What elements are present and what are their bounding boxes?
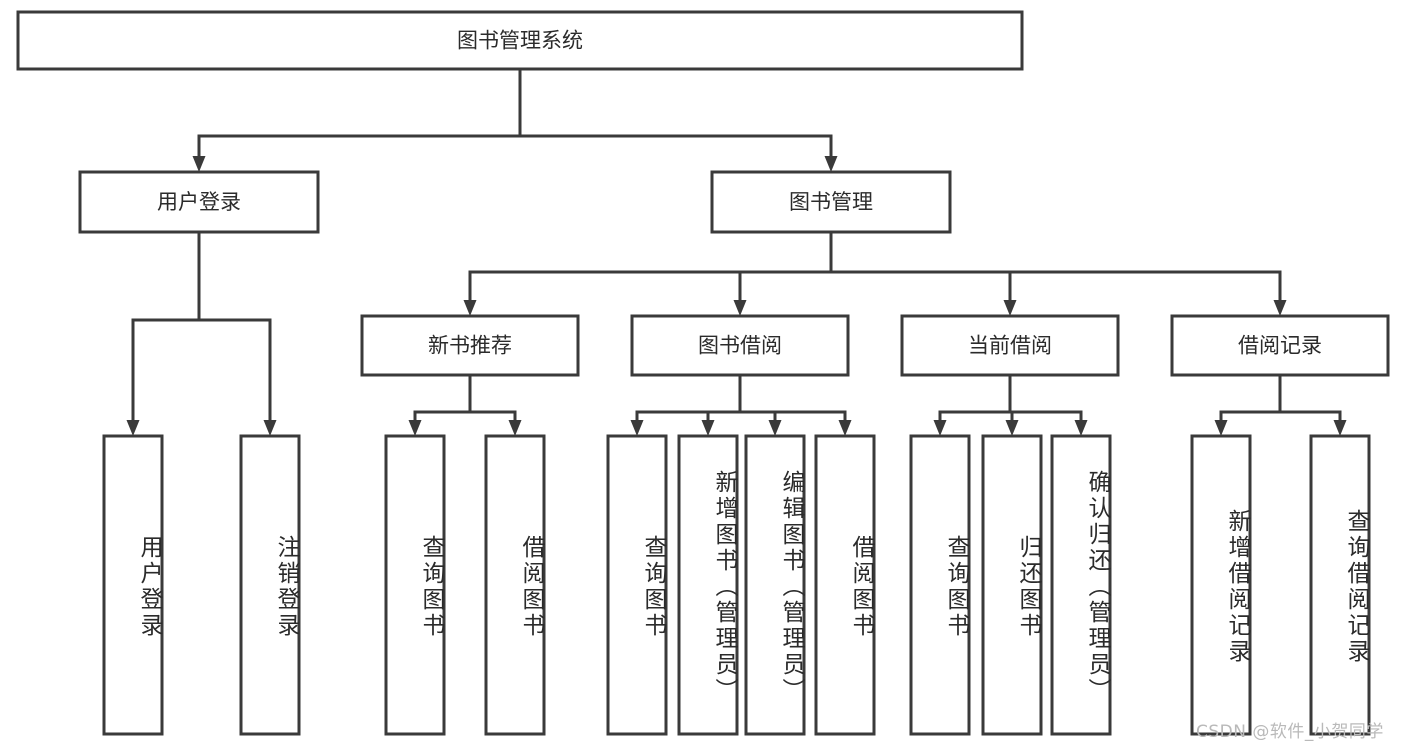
node-box-leaf-confirm-return[interactable]: [1050, 434, 1112, 736]
conn-new-book-rec-arrow-0: [408, 420, 422, 436]
node-box-leaf-query-book-borrow[interactable]: [606, 434, 668, 736]
node-box-borrow-record[interactable]: [1170, 314, 1390, 377]
conn-root-arrow-0: [192, 156, 206, 172]
conn-borrow-record-arrow-1: [1333, 420, 1347, 436]
conn-book-manage-arrow-1: [733, 300, 747, 316]
conn-book-borrow-arrow-0: [630, 420, 644, 436]
node-box-leaf-add-record[interactable]: [1190, 434, 1252, 736]
node-box-leaf-borrow-book[interactable]: [814, 434, 876, 736]
node-box-leaf-logout[interactable]: [239, 434, 301, 736]
csdn-watermark: CSDN @软件_小贺同学: [1196, 722, 1384, 742]
conn-user-login-arrow-1: [263, 420, 277, 436]
node-box-leaf-user-login[interactable]: [102, 434, 164, 736]
conn-book-manage-arrow-3: [1273, 300, 1287, 316]
conn-book-manage-arrow-2: [1003, 300, 1017, 316]
conn-user-login-arrow-0: [126, 420, 140, 436]
node-box-leaf-query-book-rec[interactable]: [384, 434, 446, 736]
conn-root-arrow-1: [824, 156, 838, 172]
node-box-leaf-edit-book[interactable]: [744, 434, 806, 736]
conn-book-manage-arrow-0: [463, 300, 477, 316]
node-label-user-login: 用户登录: [157, 190, 241, 214]
node-box-book-manage[interactable]: [710, 170, 952, 234]
conn-borrow-record-arrow-0: [1214, 420, 1228, 436]
node-boxes-group: [16, 10, 1390, 736]
conn-book-borrow-arrow-2: [768, 420, 782, 436]
connector-lines-group: [126, 67, 1347, 436]
node-box-book-borrow[interactable]: [630, 314, 850, 377]
node-box-root[interactable]: [16, 10, 1024, 71]
node-box-leaf-query-record[interactable]: [1309, 434, 1371, 736]
conn-current-borrow-arrow-0: [933, 420, 947, 436]
node-label-current-borrow: 当前借阅: [968, 334, 1052, 358]
node-box-current-borrow[interactable]: [900, 314, 1120, 377]
conn-current-borrow-arrow-1: [1005, 420, 1019, 436]
node-label-book-borrow: 图书借阅: [698, 334, 782, 358]
conn-book-borrow-arrow-1: [701, 420, 715, 436]
node-box-leaf-query-book-current[interactable]: [909, 434, 971, 736]
node-box-new-book-rec[interactable]: [360, 314, 580, 377]
conn-book-borrow-arrow-3: [838, 420, 852, 436]
node-label-borrow-record: 借阅记录: [1238, 334, 1322, 358]
conn-new-book-rec-arrow-1: [508, 420, 522, 436]
node-box-leaf-borrow-book-rec[interactable]: [484, 434, 546, 736]
node-box-leaf-return-book[interactable]: [981, 434, 1043, 736]
node-label-book-manage: 图书管理: [789, 190, 873, 214]
node-box-leaf-add-book[interactable]: [677, 434, 739, 736]
node-label-root: 图书管理系统: [457, 29, 583, 53]
node-label-new-book-rec: 新书推荐: [428, 334, 512, 358]
node-box-user-login[interactable]: [78, 170, 320, 234]
conn-current-borrow-arrow-2: [1074, 420, 1088, 436]
